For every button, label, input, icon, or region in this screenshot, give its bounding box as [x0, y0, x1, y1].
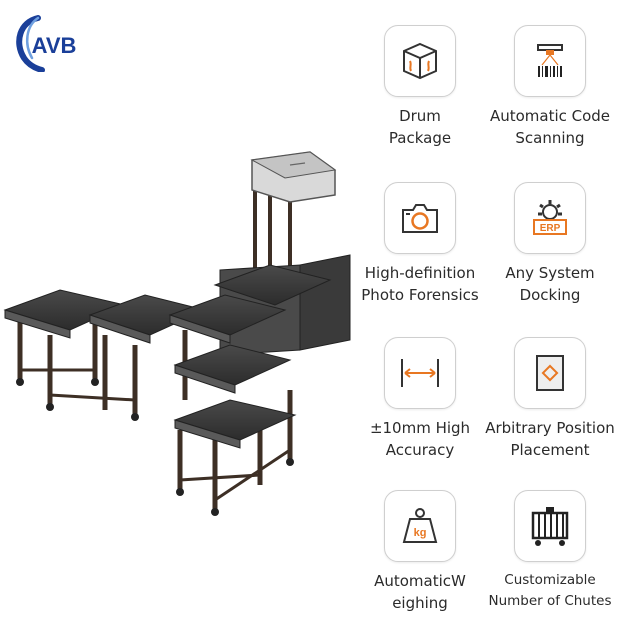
drum-package-icon [384, 25, 456, 97]
feature-label: Customizable Number of Chutes [488, 572, 612, 609]
feature-system-docking: ERP Any System Docking [475, 182, 625, 306]
avb-logo: AVB [8, 10, 86, 73]
feature-label: Arbitrary Position Placement [485, 419, 615, 459]
erp-gear-icon: ERP [514, 182, 586, 254]
feature-automatic-weighing: kg AutomaticW eighing [345, 490, 495, 614]
svg-text:ERP: ERP [540, 223, 561, 234]
svg-text:kg: kg [414, 527, 427, 539]
barcode-scanner-icon [514, 25, 586, 97]
svg-text:AVB: AVB [32, 33, 77, 58]
position-placement-icon [514, 337, 586, 409]
feature-label: Automatic Code Scanning [489, 107, 611, 147]
feature-label: Any System Docking [505, 264, 595, 304]
feature-position-placement: Arbitrary Position Placement [475, 337, 625, 461]
measure-icon [384, 337, 456, 409]
weight-kg-icon: kg [384, 490, 456, 562]
feature-label: ±10mm High Accuracy [369, 419, 471, 459]
chute-cart-icon [514, 490, 586, 562]
feature-drum-package: Drum Package [345, 25, 495, 149]
feature-label: AutomaticW eighing [374, 572, 466, 612]
feature-label: High-definition Photo Forensics [361, 264, 479, 304]
feature-label: Drum Package [388, 107, 452, 147]
feature-code-scanning: Automatic Code Scanning [475, 25, 625, 149]
feature-photo-forensics: High-definition Photo Forensics [345, 182, 495, 306]
sorting-conveyor-illustration [0, 140, 360, 520]
feature-number-of-chutes: Customizable Number of Chutes [475, 490, 625, 612]
feature-high-accuracy: ±10mm High Accuracy [345, 337, 495, 461]
camera-icon [384, 182, 456, 254]
